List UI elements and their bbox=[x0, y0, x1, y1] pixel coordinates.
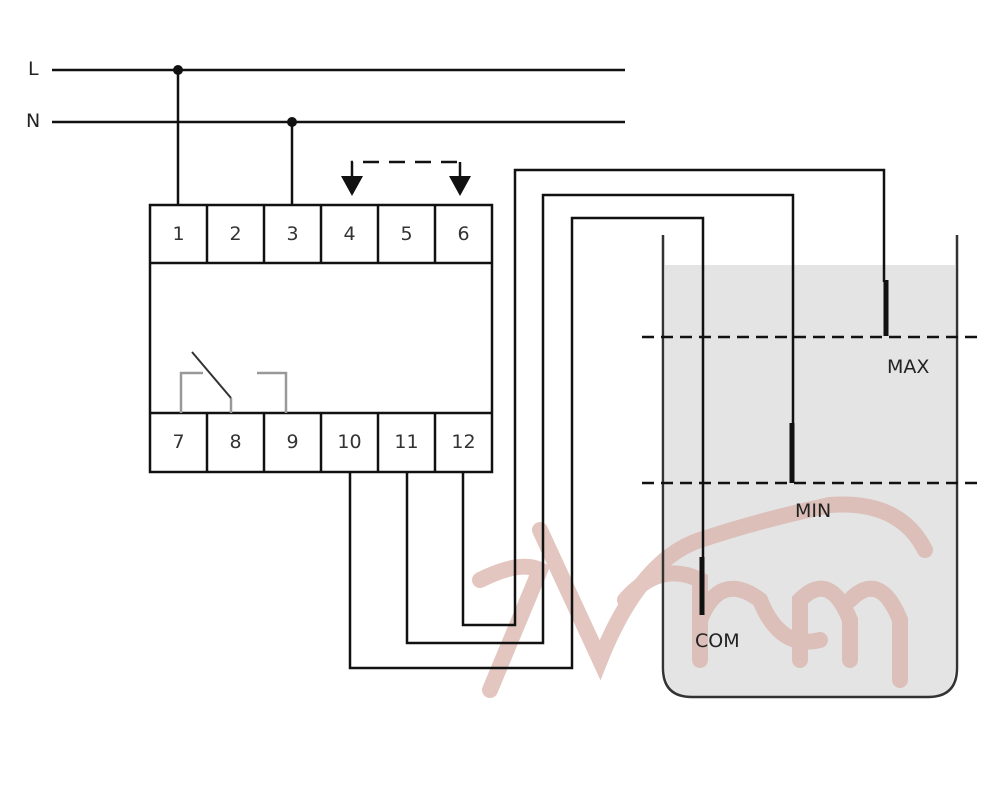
label-com: COM bbox=[695, 630, 740, 652]
jumper-4-6 bbox=[350, 160, 460, 177]
terminal-1: 1 bbox=[172, 223, 185, 245]
terminal-5: 5 bbox=[400, 223, 413, 245]
arrow-4-icon bbox=[341, 176, 363, 196]
label-min: MIN bbox=[795, 500, 832, 522]
wire-12-to-max bbox=[461, 168, 886, 627]
wire-10-to-com bbox=[348, 216, 705, 670]
relay-switch-arm bbox=[191, 351, 232, 399]
arrow-6-icon bbox=[449, 176, 471, 196]
watermark-logo bbox=[472, 496, 933, 698]
label-N: N bbox=[26, 110, 41, 132]
wire-11-to-min bbox=[405, 193, 795, 645]
terminal-9: 9 bbox=[286, 431, 299, 453]
terminal-8: 8 bbox=[229, 431, 242, 453]
terminal-6: 6 bbox=[457, 223, 470, 245]
label-max: MAX bbox=[887, 356, 930, 378]
terminal-11: 11 bbox=[394, 431, 419, 453]
relay-contact bbox=[179, 371, 288, 413]
terminal-12: 12 bbox=[451, 431, 476, 453]
relay-body bbox=[148, 203, 494, 474]
terminal-2: 2 bbox=[229, 223, 242, 245]
terminal-7: 7 bbox=[172, 431, 185, 453]
terminal-4: 4 bbox=[343, 223, 356, 245]
tank bbox=[661, 235, 959, 699]
label-L: L bbox=[28, 58, 39, 80]
terminal-10: 10 bbox=[337, 431, 362, 453]
terminal-3: 3 bbox=[286, 223, 299, 245]
